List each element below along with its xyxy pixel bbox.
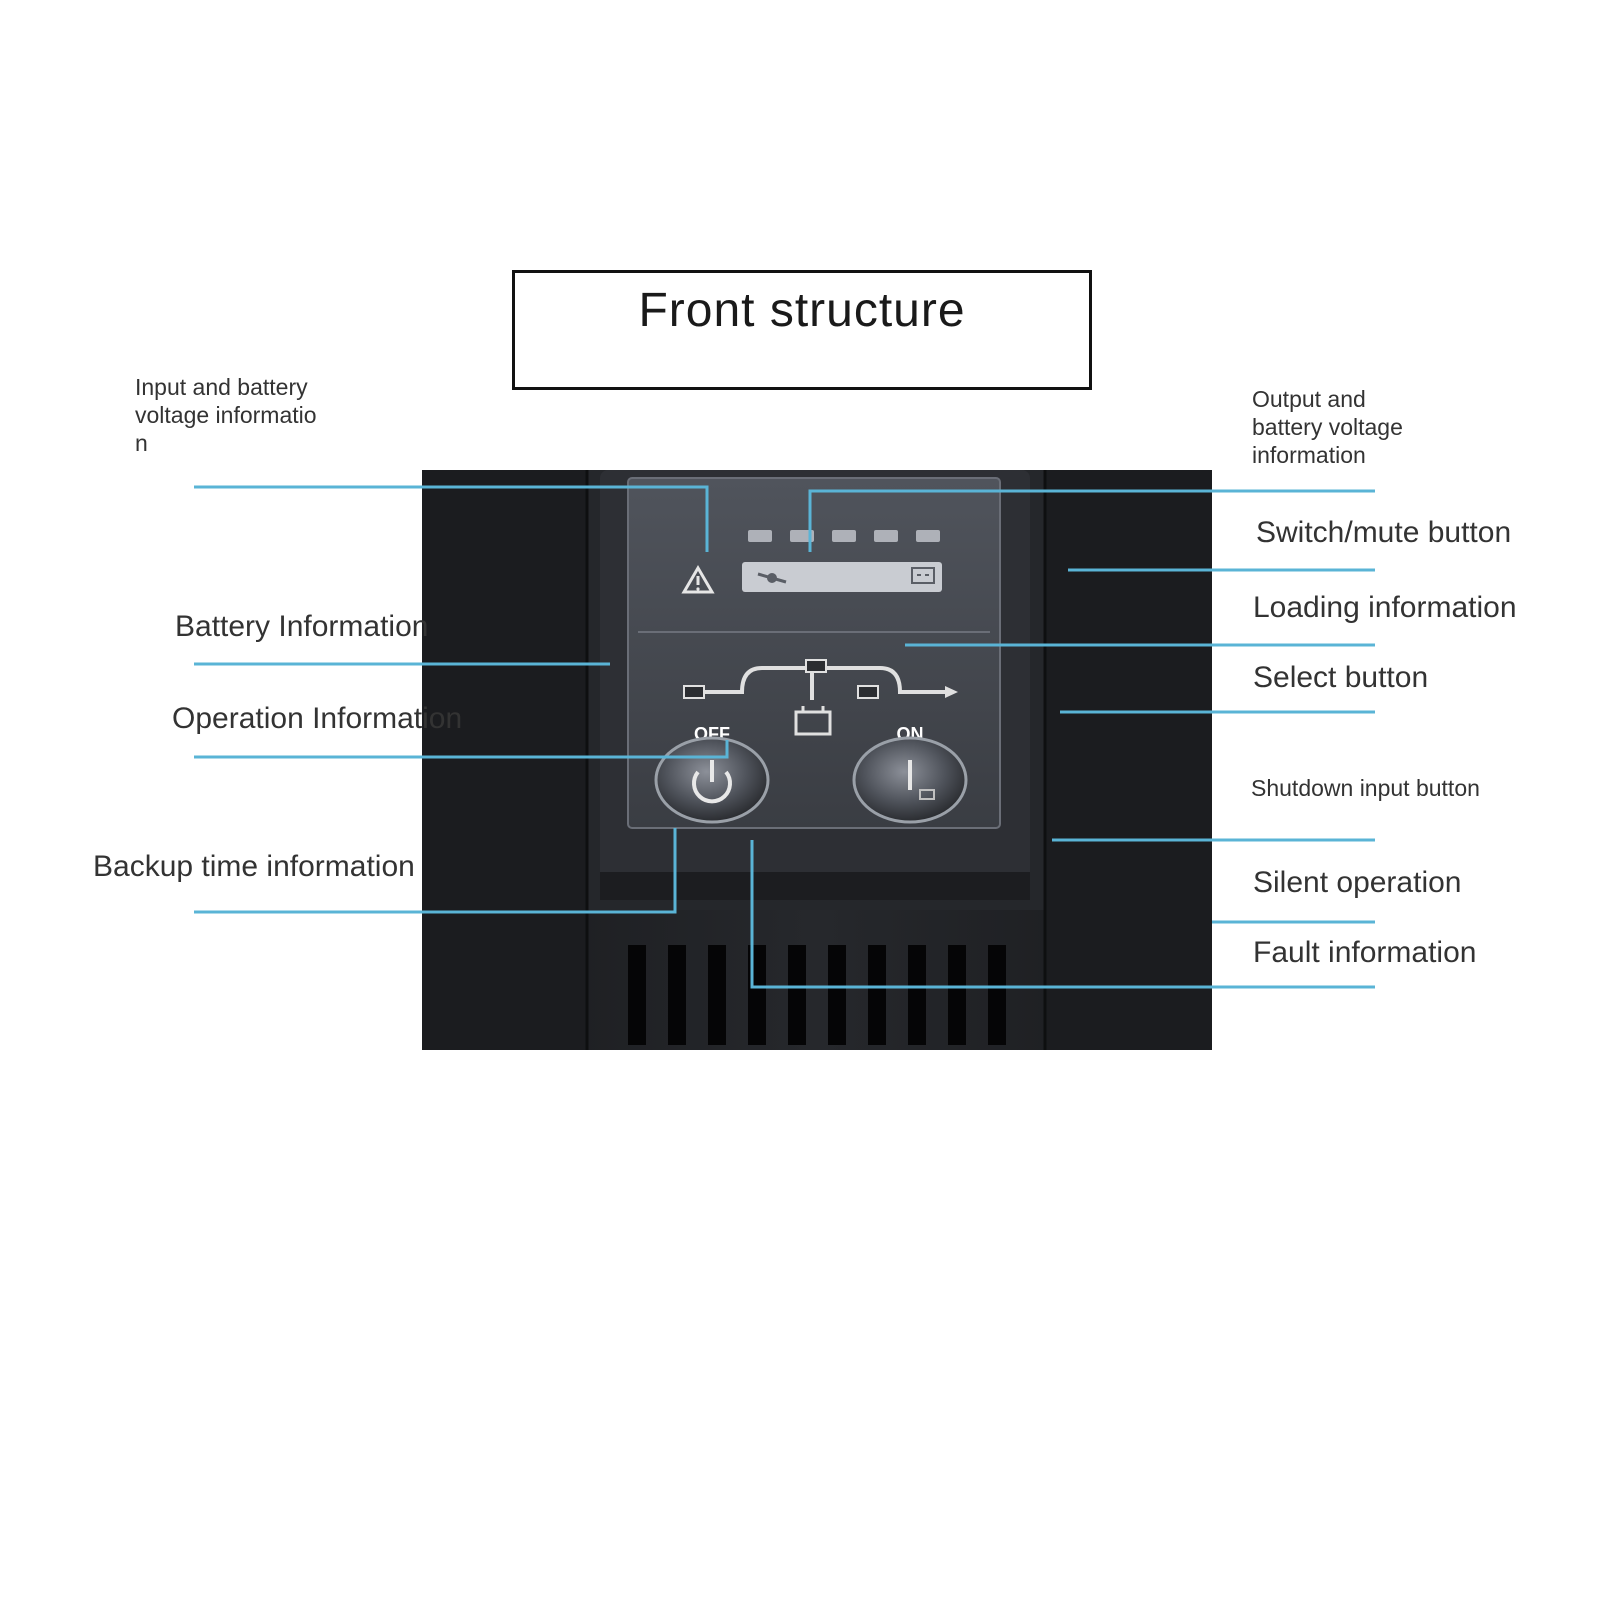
label-silent-operation: Silent operation [1253,866,1462,899]
status-led [748,530,772,542]
label-fault-information: Fault information [1253,936,1477,969]
off-button[interactable] [654,736,770,824]
leader-lines [194,485,1375,989]
leader-line [194,828,677,914]
fan-icon [757,572,787,584]
on-button[interactable] [852,736,968,824]
on-switch-icon [908,760,935,800]
leader-line [750,840,1375,989]
status-led [790,530,814,542]
label-switch-mute-button: Switch/mute button [1256,516,1512,549]
label-shutdown-input-button: Shutdown input button [1251,775,1480,801]
leader-line [194,485,709,552]
battery-icon [794,706,832,736]
battery-icon [911,567,935,584]
power-icon [692,760,732,804]
label-backup-time-information: Backup time information [93,850,415,883]
control-panel [600,470,1030,890]
status-led-row [748,530,940,542]
leader-line [808,489,1375,552]
panel-lip [600,872,1030,900]
status-led [832,530,856,542]
label-input-battery-voltage: Input and battery voltage informatio n [135,374,317,456]
label-operation-information: Operation Information [172,702,463,735]
label-select-button: Select button [1253,661,1429,694]
diagram-title: Front structure [638,284,966,337]
label-battery-information: Battery Information [175,610,429,643]
lcd-display [742,562,942,592]
label-loading-information: Loading information [1253,591,1517,624]
status-led [916,530,940,542]
label-output-battery-voltage: Output and battery voltage information [1252,386,1403,468]
leader-line [194,740,729,759]
warning-icon [681,565,715,594]
status-led [874,530,898,542]
title-box: Front structure [512,270,1092,390]
power-flow-diagram [683,659,958,736]
